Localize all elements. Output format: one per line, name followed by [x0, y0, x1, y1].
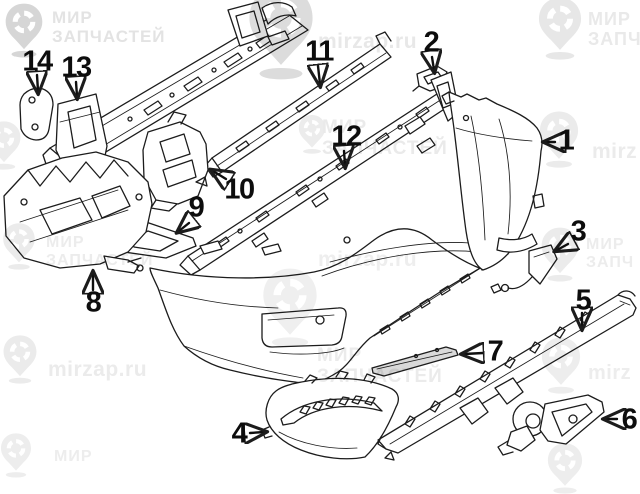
callout-8[interactable]: 8	[85, 286, 102, 319]
callout-13[interactable]: 13	[61, 51, 92, 84]
parts-diagram-drawing	[3, 1, 637, 461]
diffuser-part	[377, 290, 637, 461]
callout-10[interactable]: 10	[224, 173, 255, 206]
callout-6[interactable]: 6	[621, 403, 638, 436]
callout-4[interactable]: 4	[231, 417, 248, 450]
callout-5[interactable]: 5	[575, 284, 592, 317]
callout-7[interactable]: 7	[487, 335, 504, 368]
callout-1[interactable]: 1	[558, 124, 575, 157]
callout-3[interactable]: 3	[570, 215, 587, 248]
callout-2[interactable]: 2	[423, 26, 440, 59]
callout-12[interactable]: 12	[331, 120, 362, 153]
cover-plate-part	[19, 87, 54, 141]
bumper-cover-part	[149, 91, 545, 385]
parts-diagram: 1 2 3 4 5 6 7 8 9 10 11 12 13 14 МИР ЗАП…	[0, 0, 640, 461]
side-support-part	[3, 151, 153, 274]
side-bracket-upper-part	[142, 111, 209, 212]
callout-11[interactable]: 11	[305, 35, 334, 68]
exhaust-bracket-part	[497, 394, 605, 456]
callout-14[interactable]: 14	[22, 45, 53, 78]
corner-trim-part	[261, 370, 399, 460]
callout-9[interactable]: 9	[188, 191, 205, 224]
reflector-part	[371, 346, 459, 377]
